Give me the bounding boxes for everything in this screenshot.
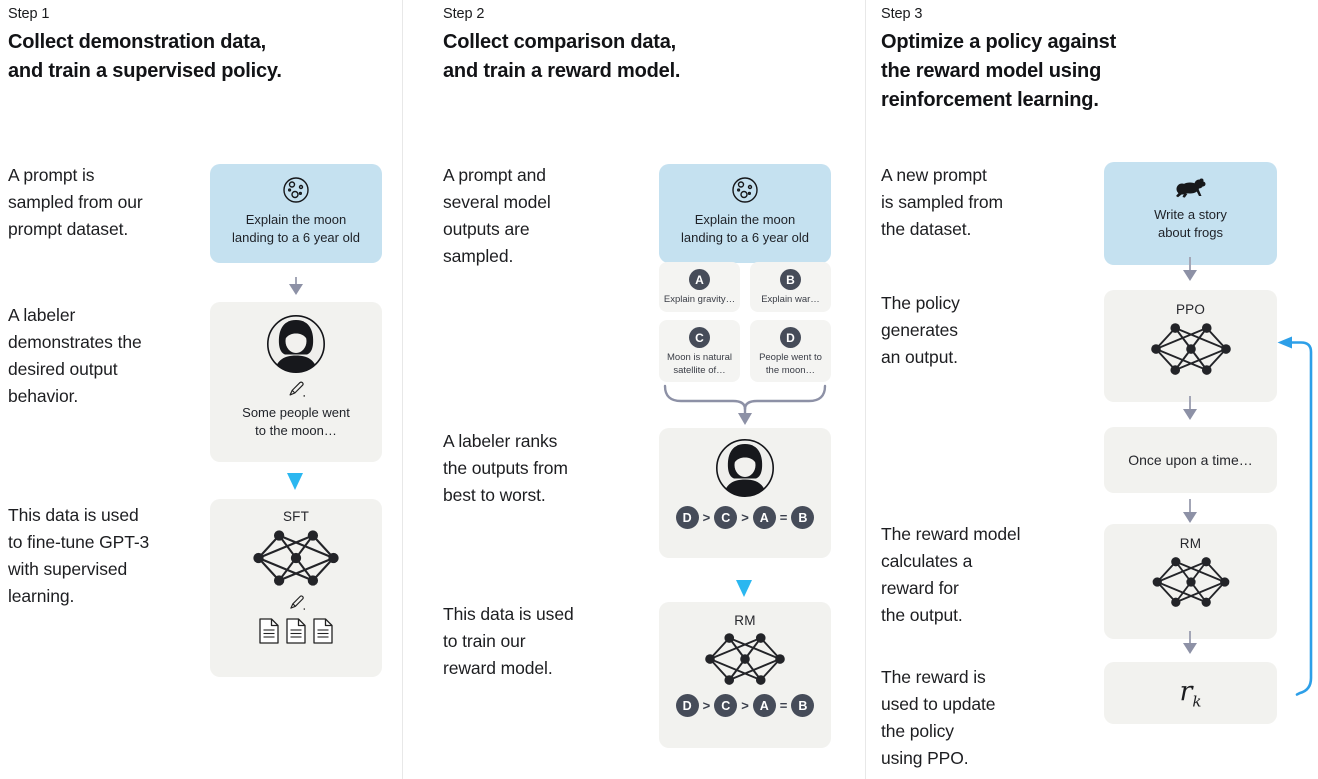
sft-label: SFT [282, 509, 310, 524]
moon-icon [281, 175, 311, 205]
step-1-demonstration-text: Some people went to the moon… [242, 405, 350, 439]
arrow-down-icon [1183, 409, 1197, 420]
step-3-output-box: Once upon a time… [1104, 427, 1277, 493]
step-3-prompt-text: Write a story about frogs [1154, 207, 1227, 241]
output-card-c: C Moon is natural satellite of… [659, 320, 740, 382]
ppo-label: PPO [1175, 302, 1206, 317]
arrow-down-icon [1183, 270, 1197, 281]
rank-operator: > [741, 510, 749, 525]
step-2-text-outputs-sampled: A prompt and several model outputs are s… [443, 165, 551, 267]
arrow-stem [1189, 257, 1191, 270]
output-text-c: Moon is natural satellite of… [667, 352, 732, 376]
step-1-labeler-box: Some people went to the moon… [210, 302, 382, 462]
step-1-title: Collect demonstration data, and train a … [8, 31, 282, 82]
step-3-reward-box: rk [1104, 662, 1277, 724]
neural-network-icon [1148, 321, 1234, 377]
output-badge-c: C [689, 327, 710, 348]
step-3-label: Step 3 [881, 6, 923, 22]
output-card-b: B Explain war… [750, 262, 831, 312]
ranking-row: D > C > A = B [675, 694, 815, 717]
rank-operator: > [741, 698, 749, 713]
neural-network-icon [250, 528, 342, 588]
rank-operator: > [702, 510, 711, 525]
arrow-stem [1189, 631, 1191, 643]
rank-operator: = [779, 510, 788, 525]
rank-operator: = [779, 698, 788, 713]
step-1-sft-box: SFT [210, 499, 382, 677]
arrow-stem [295, 277, 297, 284]
pencil-icon [287, 593, 306, 612]
step-2-ranking-box: D > C > A = B [659, 428, 831, 558]
step-3-rm-box: RM [1104, 524, 1277, 639]
rank-badge: B [791, 506, 815, 529]
arrow-down-cyan-icon [287, 473, 303, 490]
arrow-down-cyan-icon [736, 580, 752, 597]
output-card-d: D People went to the moon… [750, 320, 831, 382]
output-text-b: Explain war… [761, 294, 820, 305]
arrow-stem [1189, 499, 1191, 512]
step-1-prompt-box: Explain the moon landing to a 6 year old [210, 164, 382, 263]
column-divider-2 [865, 0, 866, 779]
rm-label: RM [1179, 536, 1202, 551]
labeler-avatar-icon [266, 314, 326, 374]
step-3-ppo-box: PPO [1104, 290, 1277, 402]
rm-label: RM [734, 613, 756, 628]
step-2-prompt-box: Explain the moon landing to a 6 year old [659, 164, 831, 263]
step-2-text-train-reward-model: This data is used to train our reward mo… [443, 604, 574, 679]
arrow-down-icon [1183, 643, 1197, 654]
neural-network-icon [1150, 555, 1232, 609]
step-1-text-labeler-demonstrates: A labeler demonstrates the desired outpu… [8, 305, 142, 407]
output-text-d: People went to the moon… [759, 352, 822, 376]
output-text: Once upon a time… [1128, 452, 1253, 468]
step-1-text-finetune: This data is used to fine-tune GPT-3 wit… [8, 505, 150, 607]
step-2-title: Collect comparison data, and train a rew… [443, 31, 681, 82]
rank-badge: A [752, 506, 776, 529]
step-2-prompt-text: Explain the moon landing to a 6 year old [681, 212, 809, 246]
step-2-label: Step 2 [443, 6, 485, 22]
rank-badge: C [714, 694, 738, 717]
frog-icon [1175, 175, 1207, 199]
output-badge-d: D [780, 327, 801, 348]
arrow-stem [1189, 396, 1191, 409]
rank-badge: B [791, 694, 815, 717]
ranking-row: D > C > A = B [675, 506, 815, 529]
rank-badge: A [752, 694, 776, 717]
step-3-text-new-prompt: A new prompt is sampled from the dataset… [881, 165, 1004, 240]
arrow-down-icon [1183, 512, 1197, 523]
merge-bracket-arrow-icon [659, 384, 831, 430]
output-badge-b: B [780, 269, 801, 290]
step-2-rm-box: RM D > C > A [659, 602, 831, 748]
step-1-label: Step 1 [8, 6, 50, 22]
step-1-text-prompt-sampled: A prompt is sampled from our prompt data… [8, 165, 143, 240]
arrow-down-icon [289, 284, 303, 295]
step-1-prompt-text: Explain the moon landing to a 6 year old [232, 212, 360, 246]
neural-network-icon [702, 631, 788, 687]
documents-icon [258, 618, 334, 644]
step-3-text-reward-updates-policy: The reward is used to update the policy … [881, 667, 996, 769]
rank-badge: D [675, 694, 699, 717]
step-3-text-reward-calculated: The reward model calculates a reward for… [881, 524, 1021, 626]
column-divider-1 [402, 0, 403, 779]
output-badge-a: A [689, 269, 710, 290]
rank-badge: C [714, 506, 738, 529]
feedback-loop-arrow-icon [1274, 330, 1318, 702]
output-text-a: Explain gravity… [663, 294, 736, 305]
rank-badge: D [675, 506, 699, 529]
reward-value: rk [1179, 675, 1202, 711]
step-3-title: Optimize a policy against the reward mod… [881, 31, 1117, 111]
moon-icon [730, 175, 760, 205]
rank-operator: > [702, 698, 711, 713]
labeler-avatar-icon [715, 438, 775, 498]
step-2-text-labeler-ranks: A labeler ranks the outputs from best to… [443, 431, 568, 506]
output-card-a: A Explain gravity… [659, 262, 740, 312]
step-3-text-policy-generates: The policy generates an output. [881, 293, 960, 368]
pencil-icon [286, 379, 306, 399]
step-3-prompt-box: Write a story about frogs [1104, 162, 1277, 265]
